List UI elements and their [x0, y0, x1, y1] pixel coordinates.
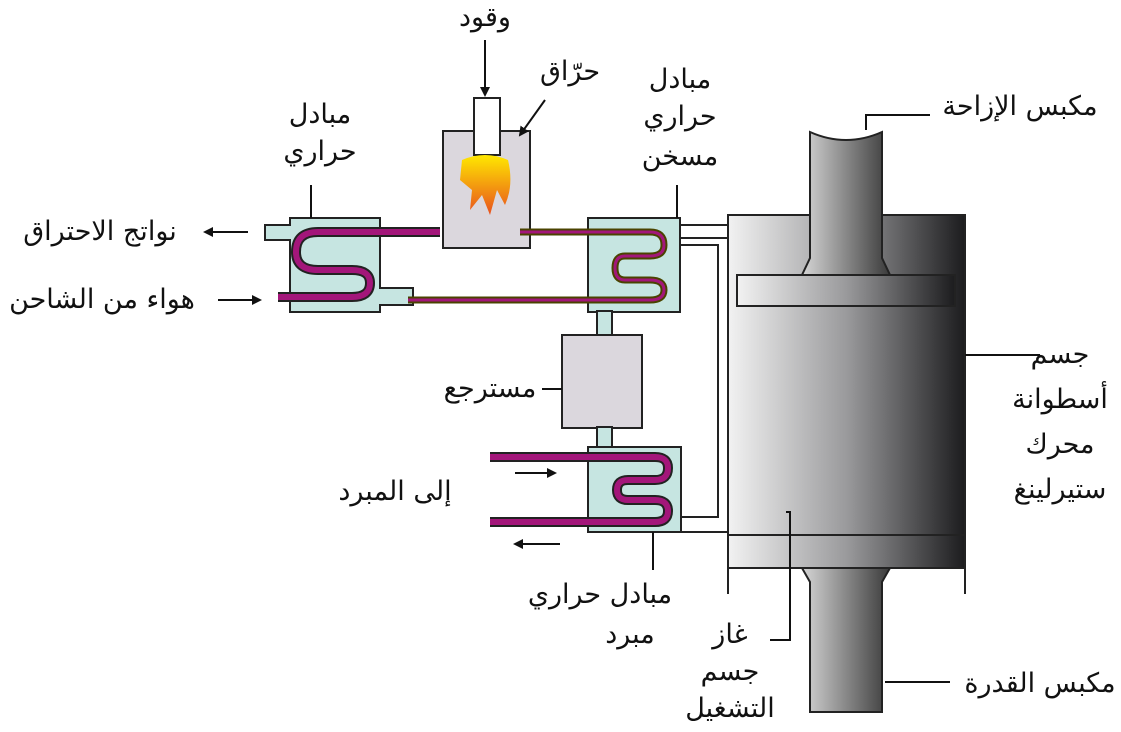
label-combustion-products: نواتج الاحتراق	[23, 216, 177, 247]
displacer-piston	[736, 130, 956, 307]
label-fuel: وقود	[459, 2, 511, 33]
label-to-cooler: إلى المبرد	[338, 476, 451, 507]
label-cooler-2: مبرد	[605, 619, 655, 650]
heater-exchanger	[408, 217, 681, 313]
label-heater-2: حراري	[643, 101, 716, 132]
label-gas-1: غاز	[710, 619, 747, 650]
regenerator	[561, 310, 643, 449]
flame-icon	[460, 155, 511, 215]
power-piston	[800, 567, 892, 713]
label-cylinder-2: أسطوانة	[1012, 380, 1108, 415]
label-displacer-piston: مكبس الإزاحة	[942, 91, 1097, 122]
label-cylinder-1: جسم	[1031, 339, 1090, 370]
label-exchanger-left-1: مبادل	[289, 99, 351, 130]
leader-lines	[203, 40, 1040, 683]
cooler-exchanger	[490, 446, 682, 533]
label-air-from-charger: هواء من الشاحن	[9, 284, 195, 315]
label-cylinder-3: محرك	[1025, 429, 1094, 460]
label-heater-1: مبادل	[649, 64, 711, 95]
label-heater-3: مسخن	[642, 141, 719, 172]
label-cylinder-4: ستيرلينغ	[1014, 474, 1107, 505]
label-exchanger-left-2: حراري	[283, 136, 356, 167]
gas-duct	[679, 224, 729, 533]
label-burner: حرّاق	[540, 56, 600, 87]
label-gas-2: جسم	[701, 656, 760, 687]
burner	[442, 97, 531, 249]
burner-pointer	[518, 99, 546, 137]
label-cooler-1: مبادل حراري	[528, 579, 672, 610]
label-gas-3: التشغيل	[685, 693, 775, 724]
label-power-piston: مكبس القدرة	[964, 668, 1115, 699]
air-preheater-exchanger	[264, 217, 440, 313]
label-regenerator: مسترجع	[444, 373, 537, 404]
